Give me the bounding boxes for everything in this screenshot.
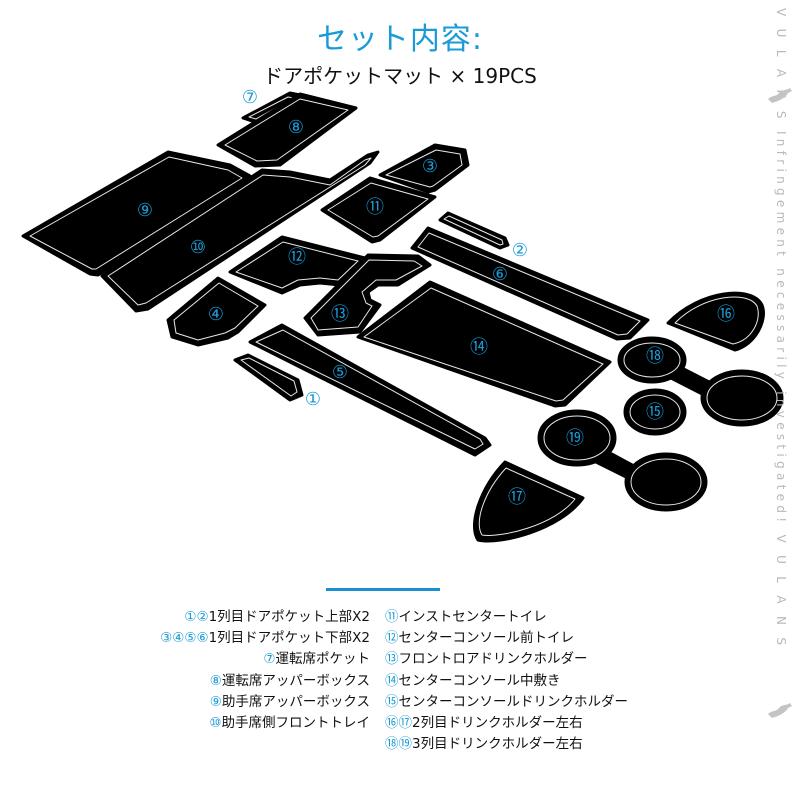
legend-nums: ⑩ <box>209 715 222 732</box>
legend-text: インストセンタートイレ <box>398 609 547 625</box>
legend-nums: ⑬ <box>385 651 399 668</box>
mat-label-5: ⑤ <box>332 362 348 383</box>
page-subtitle: ドアポケットマット × 19PCS <box>263 64 537 88</box>
page-title: セット内容: <box>316 22 484 57</box>
legend-text: 1列目ドアポケット上部X2 <box>208 609 370 625</box>
legend-nums: ③④⑤⑥ <box>160 630 209 647</box>
section-divider <box>326 588 440 591</box>
legend-item: ⑮センターコンソールドリンクホルダー <box>385 692 628 713</box>
mat-label-16: ⑯ <box>717 304 735 325</box>
mat-label-7: ⑦ <box>242 87 258 108</box>
legend-text: センターコンソール中敷き <box>398 672 561 689</box>
mat-1 <box>233 353 304 402</box>
mat-17 <box>473 460 585 543</box>
mat-13 <box>303 253 432 337</box>
legend-nums: ⑭ <box>385 672 399 689</box>
mat-label-3: ③ <box>422 156 438 177</box>
legend-item: ①②1列目ドアポケット上部X2 <box>160 607 370 628</box>
mat-3 <box>378 143 470 194</box>
lizard-logo-icon <box>768 703 792 718</box>
mat-label-6: ⑥ <box>492 264 508 285</box>
mat-label-17: ⑰ <box>508 487 526 508</box>
legend-nums: ⑫ <box>385 630 399 647</box>
legend-item: ⑧運転席アッパーボックス <box>160 671 370 692</box>
mat-16 <box>666 291 765 352</box>
watermark: V U L A N S Infringement necessarily inv… <box>768 0 794 800</box>
legend-nums: ⑮ <box>385 693 399 710</box>
mat-label-18: ⑱ <box>646 346 664 367</box>
legend-left: ①②1列目ドアポケット上部X2 ③④⑤⑥1列目ドアポケット下部X2 ⑦運転席ポケ… <box>160 607 370 734</box>
legend-item: ⑯⑰2列目ドリンクホルダー左右 <box>385 713 628 734</box>
legend-item: ⑩助手席側フロントトレイ <box>160 713 370 734</box>
legend-text: 3列目ドリンクホルダー左右 <box>412 736 583 753</box>
legend-text: 助手席側フロントトレイ <box>221 715 371 732</box>
legend-text: 2列目ドリンクホルダー左右 <box>412 715 583 732</box>
mat-label-8: ⑧ <box>288 117 304 138</box>
mat-5 <box>248 323 492 457</box>
legend-nums: ⑱⑲ <box>385 736 412 753</box>
legend-text: センターコンソールドリンクホルダー <box>398 693 629 710</box>
legend-item: ⑫センターコンソール前トイレ <box>385 628 628 649</box>
legend-nums: ①② <box>184 609 209 625</box>
mat-15 <box>623 388 687 436</box>
mat-label-11: ⑪ <box>366 197 384 218</box>
legend-text: 運転席ポケット <box>275 651 371 668</box>
legend-item: ⑦運転席ポケット <box>160 649 370 670</box>
mat-label-14: ⑭ <box>470 337 488 358</box>
mat-18 <box>617 336 784 427</box>
legend-right: ⑪インストセンタートイレ ⑫センターコンソール前トイレ ⑬フロントロアドリンクホ… <box>385 607 628 755</box>
mat-14 <box>356 280 612 408</box>
mat-6 <box>410 226 650 341</box>
legend-text: 運転席アッパーボックス <box>221 672 370 689</box>
legend-text: 1列目ドアポケット下部X2 <box>208 630 370 647</box>
mat-19 <box>537 409 708 512</box>
mat-label-9: ⑨ <box>137 200 153 221</box>
legend-nums: ⑨ <box>209 693 222 710</box>
legend-item: ⑱⑲3列目ドリンクホルダー左右 <box>385 734 628 755</box>
legend-item: ③④⑤⑥1列目ドアポケット下部X2 <box>160 628 370 649</box>
legend-item: ⑭センターコンソール中敷き <box>385 671 628 692</box>
mat-set-illustration: ⑦ ⑧ ⑨ ⑩ ③ ⑪ ⑫ ② ⑥ ④ ⑬ ⑭ ⑤ ① ⑯ ⑱ ⑮ ⑲ ⑰ <box>21 87 784 543</box>
legend-text: 助手席アッパーボックス <box>221 693 370 710</box>
mat-label-12: ⑫ <box>288 247 306 268</box>
mat-label-13: ⑬ <box>331 304 349 325</box>
legend-nums: ⑦ <box>263 651 276 668</box>
mat-8 <box>216 92 358 168</box>
legend-item: ⑬フロントロアドリンクホルダー <box>385 649 628 670</box>
lizard-logo-icon <box>768 88 792 103</box>
mat-12 <box>228 235 367 295</box>
mat-label-10: ⑩ <box>190 237 206 258</box>
legend-nums: ⑪ <box>385 609 399 625</box>
legend-item: ⑨助手席アッパーボックス <box>160 692 370 713</box>
legend-text: フロントロアドリンクホルダー <box>398 651 588 668</box>
mat-4 <box>166 276 267 347</box>
mat-label-1: ① <box>305 389 321 410</box>
mat-label-2: ② <box>512 240 528 261</box>
mat-2 <box>438 211 510 250</box>
mat-11 <box>320 176 437 244</box>
mat-label-19: ⑲ <box>566 428 584 449</box>
mat-10 <box>100 150 380 313</box>
mat-label-15: ⑮ <box>646 402 664 423</box>
legend-nums: ⑧ <box>209 672 222 689</box>
mat-label-4: ④ <box>208 304 224 325</box>
legend-text: センターコンソール前トイレ <box>398 630 575 647</box>
legend-item: ⑪インストセンタートイレ <box>385 607 628 628</box>
legend-nums: ⑯⑰ <box>385 715 412 732</box>
